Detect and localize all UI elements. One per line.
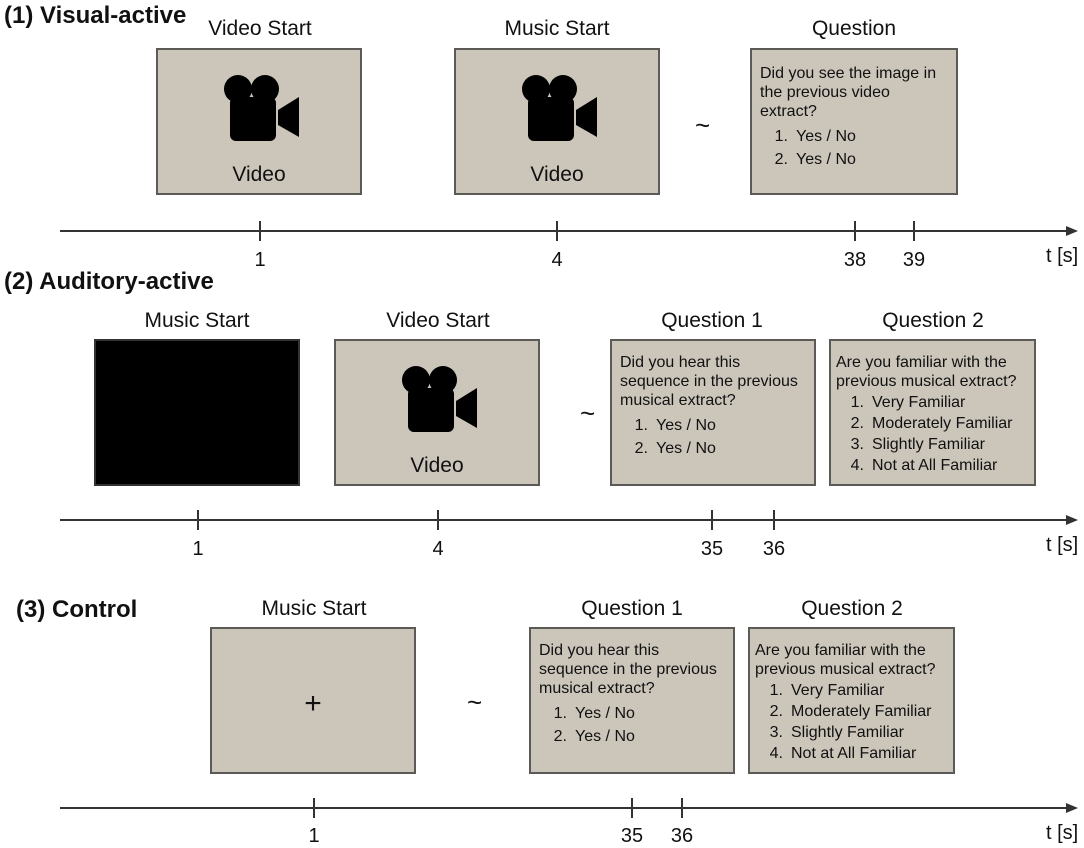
stage-label-music-start: Music Start bbox=[261, 597, 367, 620]
section-title-control: (3) Control bbox=[16, 596, 138, 623]
question-line: sequence in the previous bbox=[539, 661, 717, 678]
video-caption: Video bbox=[232, 163, 286, 186]
answer-option: 1.Very Familiar bbox=[769, 682, 885, 699]
time-gap-separator: ~ bbox=[580, 398, 596, 428]
fixation-cross: + bbox=[304, 687, 322, 720]
answer-option: 3.Slightly Familiar bbox=[850, 436, 985, 453]
video-caption: Video bbox=[410, 454, 464, 477]
answer-option: 2.Moderately Familiar bbox=[850, 415, 1013, 432]
video-panel: Video bbox=[454, 48, 660, 195]
question-line: Are you familiar with the bbox=[755, 642, 926, 659]
question-line: musical extract? bbox=[620, 392, 736, 409]
answer-option: 2.Yes / No bbox=[634, 440, 716, 457]
question-line: the previous video bbox=[760, 84, 890, 101]
stage-label-music-start: Music Start bbox=[504, 17, 610, 40]
stage-label-question: Question bbox=[811, 17, 897, 40]
section-title-visual-active: (1) Visual-active bbox=[4, 2, 187, 29]
answer-option: 1.Very Familiar bbox=[850, 394, 966, 411]
question-text: Are you familiar with the previous music… bbox=[836, 353, 1017, 475]
stage-label-video-start: Video Start bbox=[208, 17, 312, 40]
question-panel: Are you familiar with the previous music… bbox=[748, 627, 955, 774]
video-camera-icon bbox=[522, 75, 597, 141]
question-line: previous musical extract? bbox=[836, 373, 1017, 390]
question-panel: Did you hear this sequence in the previo… bbox=[529, 627, 735, 774]
question-line: Are you familiar with the bbox=[836, 354, 1007, 371]
question-text: Did you hear this sequence in the previo… bbox=[539, 641, 717, 746]
video-panel: Video bbox=[156, 48, 362, 195]
answer-option: 4.Not at All Familiar bbox=[769, 745, 917, 762]
tick-label: 1 bbox=[254, 249, 266, 271]
answer-option: 1.Yes / No bbox=[774, 128, 856, 145]
question-panel: Are you familiar with the previous music… bbox=[829, 339, 1036, 486]
question-line: sequence in the previous bbox=[620, 373, 798, 390]
question-line: previous musical extract? bbox=[755, 661, 936, 678]
question-panel: Did you see the image in the previous vi… bbox=[750, 48, 958, 195]
stage-label-question-1: Question 1 bbox=[661, 309, 763, 332]
answer-option: 4.Not at All Familiar bbox=[850, 457, 998, 474]
answer-option: 2.Yes / No bbox=[774, 151, 856, 168]
axis-label: t [s] bbox=[1046, 822, 1079, 844]
question-line: musical extract? bbox=[539, 680, 655, 697]
answer-option: 1.Yes / No bbox=[553, 705, 635, 722]
stage-label-question-2: Question 2 bbox=[882, 309, 984, 332]
stage-label-question-1: Question 1 bbox=[581, 597, 683, 620]
section-title-auditory-active: (2) Auditory-active bbox=[4, 268, 214, 295]
fixation-panel: + bbox=[210, 627, 416, 774]
video-caption: Video bbox=[530, 163, 584, 186]
axis-label: t [s] bbox=[1046, 534, 1079, 556]
question-line: extract? bbox=[760, 103, 817, 120]
stage-label-question-2: Question 2 bbox=[801, 597, 903, 620]
answer-option: 3.Slightly Familiar bbox=[769, 724, 904, 741]
tick-label: 38 bbox=[843, 249, 867, 271]
tick-label: 36 bbox=[670, 825, 694, 847]
answer-option: 2.Moderately Familiar bbox=[769, 703, 932, 720]
question-text: Are you familiar with the previous music… bbox=[755, 641, 936, 763]
question-panel: Did you hear this sequence in the previo… bbox=[610, 339, 816, 486]
tick-label: 35 bbox=[700, 538, 724, 560]
tick-label: 1 bbox=[192, 538, 204, 560]
question-text: Did you hear this sequence in the previo… bbox=[620, 353, 798, 458]
answer-option: 2.Yes / No bbox=[553, 728, 635, 745]
question-text: Did you see the image in the previous vi… bbox=[760, 64, 936, 169]
question-line: Did you hear this bbox=[539, 642, 660, 659]
video-camera-icon bbox=[224, 75, 299, 141]
time-gap-separator: ~ bbox=[695, 110, 711, 140]
tick-label: 1 bbox=[308, 825, 320, 847]
tick-label: 39 bbox=[902, 249, 926, 271]
question-line: Did you see the image in bbox=[760, 65, 937, 82]
black-screen-panel bbox=[94, 339, 300, 486]
tick-label: 4 bbox=[551, 249, 563, 271]
answer-option: 1.Yes / No bbox=[634, 417, 716, 434]
tick-label: 4 bbox=[432, 538, 444, 560]
question-line: Did you hear this bbox=[620, 354, 741, 371]
video-camera-icon bbox=[402, 366, 477, 432]
tick-label: 36 bbox=[762, 538, 786, 560]
axis-label: t [s] bbox=[1046, 245, 1079, 267]
tick-label: 35 bbox=[620, 825, 644, 847]
stage-label-video-start: Video Start bbox=[386, 309, 490, 332]
time-gap-separator: ~ bbox=[467, 687, 483, 717]
video-panel: Video bbox=[334, 339, 540, 486]
stage-label-music-start: Music Start bbox=[144, 309, 250, 332]
